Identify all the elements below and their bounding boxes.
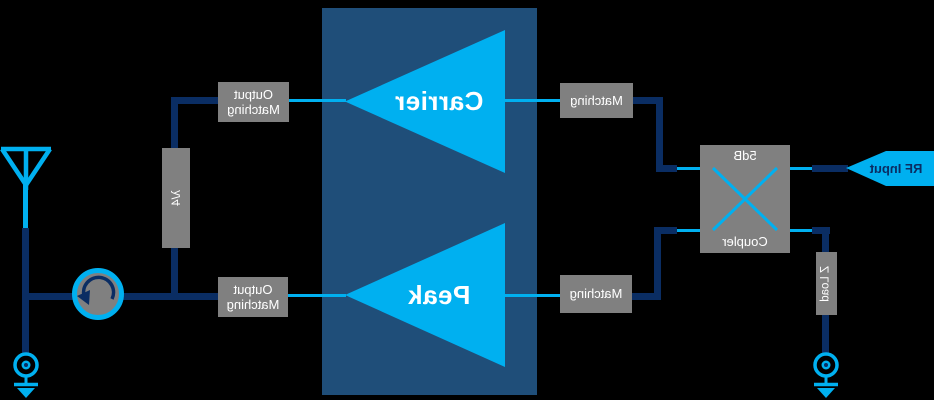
output-matching-box-top: Output Matching — [218, 82, 289, 122]
output-matching-bottom-label: Output Matching — [226, 281, 280, 312]
wire-segment — [503, 293, 560, 297]
wire-segment — [812, 164, 848, 172]
wire-segment — [656, 96, 663, 172]
rf-input-pennant — [846, 151, 934, 186]
wire-segment — [288, 98, 346, 102]
wire-segment — [287, 293, 346, 297]
z-load-label: Z Load — [819, 265, 832, 302]
matching-box-bottom: Matching — [560, 275, 632, 313]
antenna-icon — [0, 146, 52, 190]
wire-segment — [822, 226, 830, 254]
rf-input-label: RF Input — [869, 161, 923, 176]
matching-bottom-label: Matching — [569, 286, 623, 302]
coax-ground-icon — [13, 352, 39, 398]
matching-box-top: Matching — [560, 83, 633, 118]
coax-ground-icon — [813, 352, 839, 398]
quarter-wave-label: λ/4 — [168, 189, 183, 206]
carrier-label: Carrier — [394, 86, 484, 116]
circulator-arrow-icon — [77, 275, 116, 305]
coupler-cross-icon — [711, 166, 779, 232]
output-matching-top-label: Output Matching — [227, 86, 280, 117]
output-matching-box-bottom: Output Matching — [218, 277, 288, 317]
matching-top-label: Matching — [570, 92, 623, 108]
wire-segment — [633, 96, 663, 104]
wire-segment — [632, 292, 661, 300]
wire-segment — [171, 96, 179, 149]
wire-segment — [503, 98, 560, 102]
quarter-wave-line-box: λ/4 — [162, 148, 190, 248]
wire-segment — [22, 228, 30, 355]
z-load-box: Z Load — [816, 252, 837, 315]
wire-segment — [654, 226, 661, 300]
peak-label: Peak — [407, 279, 471, 310]
wire-segment — [172, 96, 218, 104]
